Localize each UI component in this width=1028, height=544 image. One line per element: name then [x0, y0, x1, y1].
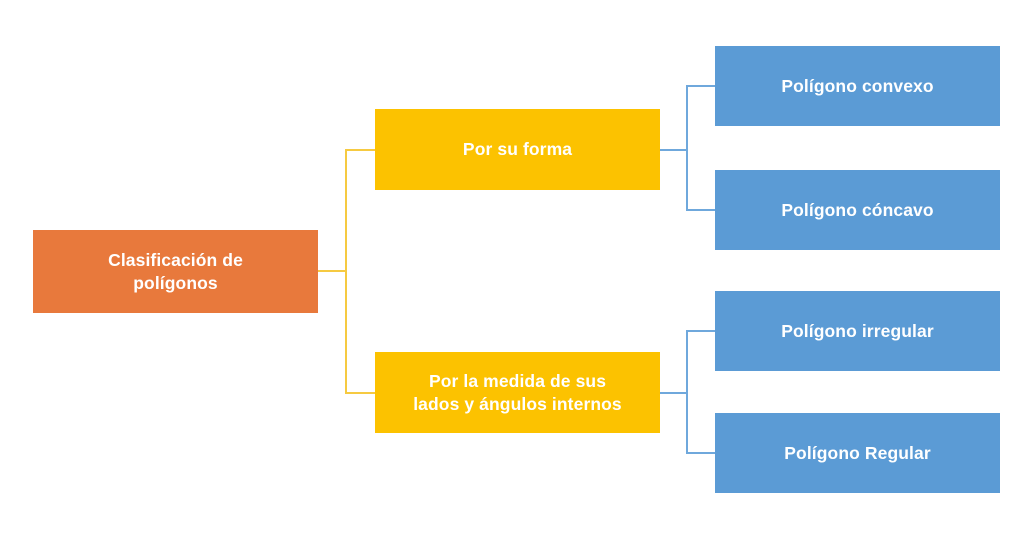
node-leaf-3-label: Polígono irregular	[781, 320, 934, 341]
node-leaf-2-label: Polígono cóncavo	[781, 199, 934, 220]
connector-blue-spine-2	[686, 331, 688, 454]
connector-spine-to-leaf-4	[686, 452, 716, 454]
node-root-clasificacion-de-poligonos[interactable]: Clasificación de polígonos	[33, 230, 318, 313]
connector-category-2-to-spine	[659, 392, 687, 394]
connector-blue-spine-1	[686, 86, 688, 210]
node-leaf-4-label: Polígono Regular	[784, 442, 931, 463]
node-leaf-poligono-concavo[interactable]: Polígono cóncavo	[715, 170, 1000, 250]
node-root-label: Clasificación de polígonos	[108, 250, 243, 293]
node-category-2-label: Por la medida de sus lados y ángulos int…	[413, 371, 622, 414]
node-leaf-poligono-irregular[interactable]: Polígono irregular	[715, 291, 1000, 371]
node-category-por-la-medida[interactable]: Por la medida de sus lados y ángulos int…	[375, 352, 660, 433]
connector-spine-to-leaf-1	[686, 85, 716, 87]
connector-spine-to-leaf-2	[686, 209, 716, 211]
node-category-1-label: Por su forma	[462, 139, 573, 160]
node-category-por-su-forma[interactable]: Por su forma	[375, 109, 660, 190]
connector-spine-to-category-2	[345, 392, 376, 394]
connector-spine-to-leaf-3	[686, 330, 716, 332]
node-leaf-poligono-regular[interactable]: Polígono Regular	[715, 413, 1000, 493]
connector-spine-to-category-1	[345, 149, 376, 151]
node-leaf-poligono-convexo[interactable]: Polígono convexo	[715, 46, 1000, 126]
connector-category-1-to-spine	[659, 149, 687, 151]
connector-yellow-spine	[345, 150, 347, 394]
node-leaf-1-label: Polígono convexo	[781, 75, 934, 96]
connector-root-to-spine	[318, 270, 346, 272]
